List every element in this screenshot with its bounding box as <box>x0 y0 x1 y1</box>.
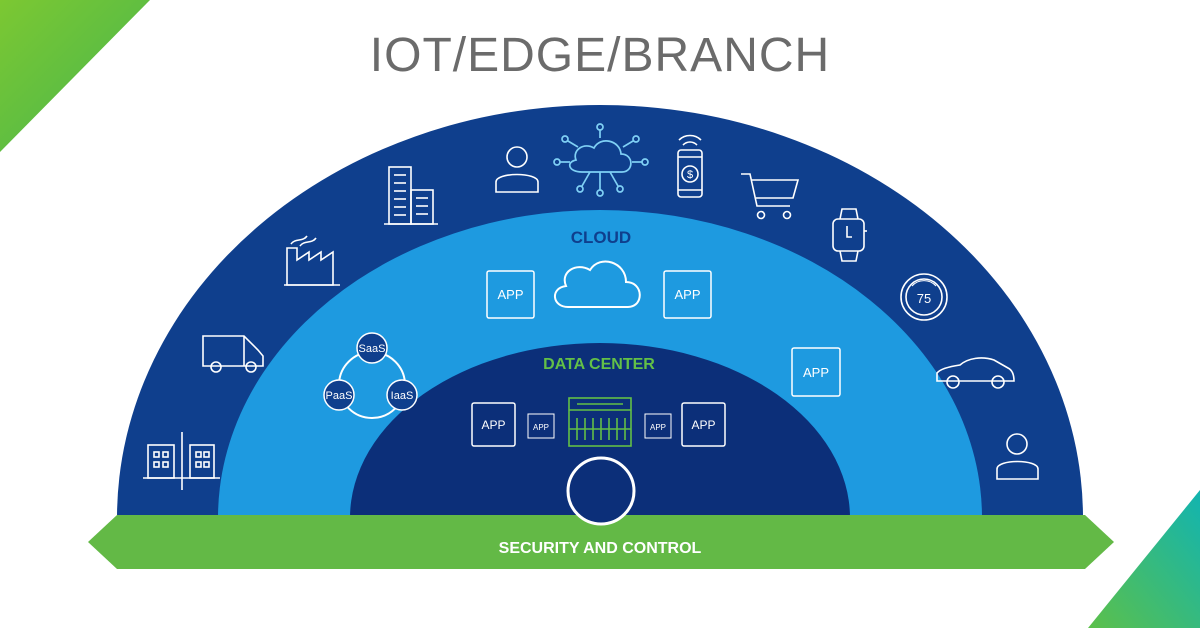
corner-accent-bottom-right <box>1088 490 1200 628</box>
iaas-label: IaaS <box>391 390 414 402</box>
app-box-cloud-right: APP <box>663 270 712 319</box>
cloud-label: CLOUD <box>571 228 631 247</box>
delivery-van-icon <box>202 335 264 373</box>
svg-text:APP: APP <box>481 418 505 432</box>
iaas-node <box>386 379 418 411</box>
svg-text:APP: APP <box>533 423 549 432</box>
office-tower-icon <box>384 166 438 225</box>
saas-node <box>356 332 388 364</box>
svg-text:APP: APP <box>674 287 700 302</box>
app-box-cloud-far-right: APP <box>791 347 841 397</box>
user-icon <box>996 433 1039 480</box>
security-bar <box>88 515 1114 569</box>
paas-node <box>323 379 355 411</box>
app-box-dc-right: APP <box>681 402 726 447</box>
cloud-icon <box>554 260 641 308</box>
cloud-services-cluster: SaaS PaaS IaaS <box>323 332 418 419</box>
app-box-dc-small-right: APP <box>644 413 672 439</box>
car-icon <box>936 357 1015 389</box>
iot-cloud-icon <box>553 123 649 197</box>
shopping-cart-icon <box>741 173 800 220</box>
mobile-payment-icon: $ <box>677 134 703 198</box>
page-title: IOT/EDGE/BRANCH <box>369 29 831 82</box>
security-label: SECURITY AND CONTROL <box>499 540 702 557</box>
thermostat-icon: 75 <box>900 273 948 321</box>
core-circle <box>566 456 636 526</box>
svg-text:75: 75 <box>917 291 931 306</box>
svg-text:$: $ <box>687 169 693 181</box>
svg-text:APP: APP <box>650 423 666 432</box>
smartwatch-icon <box>832 208 867 262</box>
app-box-cloud-left: APP <box>486 270 535 319</box>
paas-label: PaaS <box>326 390 353 402</box>
svg-text:APP: APP <box>691 418 715 432</box>
corner-accent-top-left <box>0 0 150 152</box>
svg-text:APP: APP <box>803 365 829 380</box>
factory-icon <box>284 235 340 286</box>
server-rack-icon <box>568 397 632 447</box>
user-icon <box>495 146 539 193</box>
saas-label: SaaS <box>359 343 386 355</box>
svg-text:APP: APP <box>497 287 523 302</box>
app-box-dc-left: APP <box>471 402 516 447</box>
datacenter-core <box>350 343 850 518</box>
app-box-dc-small-left: APP <box>527 413 555 439</box>
datacenter-label: DATA CENTER <box>543 356 655 373</box>
office-buildings-icon <box>143 432 220 490</box>
